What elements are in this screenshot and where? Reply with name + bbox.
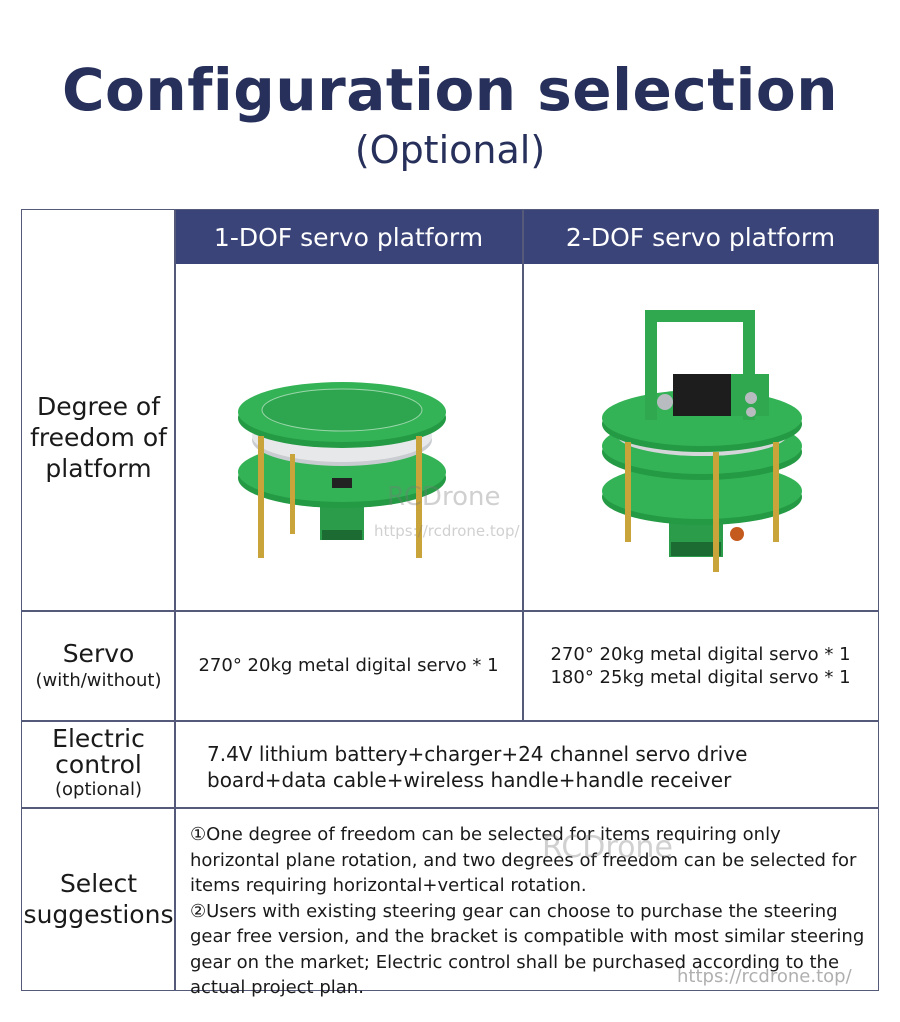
watermark-brand: RCDrone bbox=[542, 830, 673, 865]
column-header-2dof: 2-DOF servo platform bbox=[523, 210, 878, 264]
servo-2dof-line2: 180° 25kg metal digital servo * 1 bbox=[550, 666, 851, 688]
row-label-servo: Servo (with/without) bbox=[22, 611, 175, 720]
row-label-electric-text: Electric control bbox=[52, 724, 145, 779]
watermark-url: https://rcdrone.top/ bbox=[374, 522, 520, 540]
row-label-electric-sub: (optional) bbox=[55, 779, 142, 800]
suggestion-1: ①One degree of freedom can be selected f… bbox=[190, 824, 857, 896]
row-label-suggest-text: Select suggestions bbox=[23, 869, 174, 929]
suggestion-2: ②Users with existing steering gear can c… bbox=[190, 900, 865, 999]
electric-control-text: 7.4V lithium battery+charger+24 channel … bbox=[207, 742, 748, 792]
divider bbox=[22, 720, 878, 722]
divider bbox=[22, 610, 878, 612]
column-header-1dof: 1-DOF servo platform bbox=[175, 210, 522, 264]
row-label-degree-text: Degree of freedom of platform bbox=[30, 391, 167, 483]
page-subtitle: (Optional) bbox=[354, 128, 546, 172]
2dof-platform-image bbox=[602, 310, 802, 572]
servo-cell-1dof: 270° 20kg metal digital servo * 1 bbox=[175, 611, 522, 720]
divider bbox=[174, 210, 176, 990]
servo-2dof-line1: 270° 20kg metal digital servo * 1 bbox=[550, 643, 851, 665]
divider bbox=[522, 210, 524, 721]
servo-1dof-text: 270° 20kg metal digital servo * 1 bbox=[198, 655, 499, 676]
suggestions-text: ①One degree of freedom can be selected f… bbox=[190, 822, 875, 1001]
configuration-table: 1-DOF servo platform 2-DOF servo platfor… bbox=[21, 209, 879, 998]
row-label-electric: Electric control (optional) bbox=[22, 721, 175, 807]
page-title: Configuration selection bbox=[61, 56, 838, 124]
row-label-servo-sub: (with/without) bbox=[35, 670, 162, 691]
divider bbox=[22, 807, 878, 809]
1dof-platform-image bbox=[238, 382, 446, 558]
row-label-servo-text: Servo bbox=[62, 639, 135, 668]
watermark-brand: RCDrone bbox=[387, 482, 501, 512]
row-label-degree: Degree of freedom of platform bbox=[22, 264, 175, 610]
watermark-url: https://rcdrone.top/ bbox=[677, 966, 852, 987]
row-label-suggest: Select suggestions bbox=[22, 808, 175, 990]
servo-cell-2dof: 270° 20kg metal digital servo * 1 180° 2… bbox=[523, 611, 878, 720]
